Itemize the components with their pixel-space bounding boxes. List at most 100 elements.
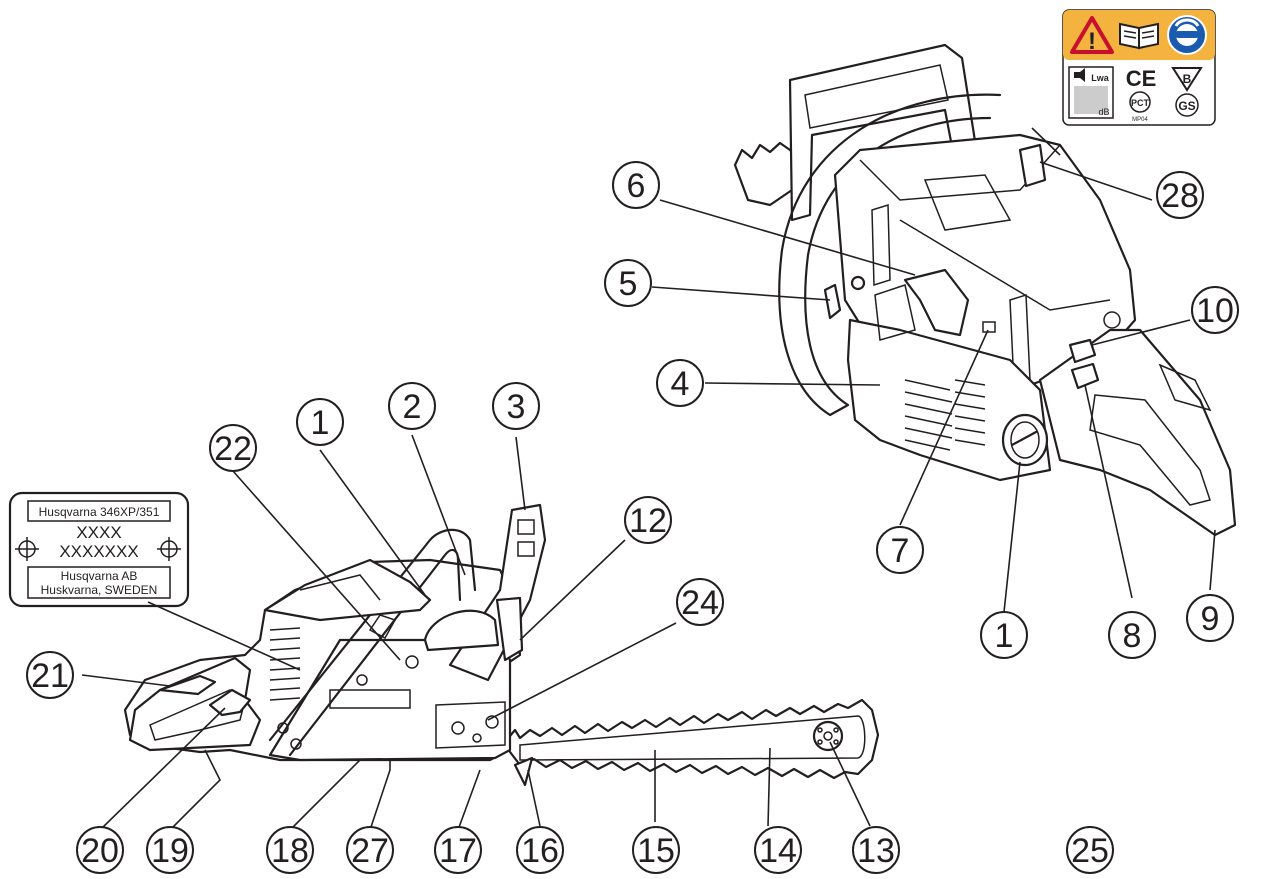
callout-circle [516,826,564,874]
callout-circle [624,496,672,544]
ce-mark: CE [1126,66,1157,91]
callout-16: 16 [516,826,564,874]
svg-text:!: ! [1088,28,1096,55]
callout-label: 18 [271,832,309,870]
manual-book-icon [1119,22,1159,50]
callout-label: 8 [1123,617,1142,655]
callout-circle [1108,611,1156,659]
callout-27: 27 [346,826,394,874]
callout-label: 10 [1196,292,1234,330]
callout-circle [612,161,660,209]
protective-gear-icon [1167,15,1207,55]
pct-mark-icon: PCT MP04 [1129,91,1151,123]
callout-25: 25 [1066,826,1114,874]
symbol-decal: ! Lwa dB CE B PCT MP04 [1062,9,1216,126]
callout-label: 9 [1201,600,1220,638]
callout-19: 19 [146,826,194,874]
callout-17: 17 [434,826,482,874]
callout-label: 14 [759,832,797,870]
callout-circle [632,826,680,874]
callout-1: 1 [296,398,344,446]
callout-20: 20 [76,826,124,874]
callout-label: 28 [1161,177,1199,215]
callout-label: 2 [403,388,422,426]
callout-3: 3 [492,382,540,430]
callout-circle [492,382,540,430]
callout-circle [209,424,257,472]
pct-mark: PCT [1131,98,1150,108]
callout-label: 27 [351,832,389,870]
callout-label: 3 [507,388,526,426]
callout-circle [1191,286,1239,334]
callout-13: 13 [852,826,900,874]
crosshair-icon [157,537,181,561]
callout-circle [1186,594,1234,642]
db-label: dB [1098,107,1109,117]
callout-label: 25 [1071,832,1109,870]
callout-label: 7 [891,532,910,570]
leader-lines [81,127,1216,831]
callout-label: 1 [311,404,330,442]
callout-label: 20 [81,832,119,870]
callout-label: 13 [857,832,895,870]
callout-circle [76,826,124,874]
rating-plate-line2: XXXXXXX [59,542,138,561]
callout-8: 8 [1108,611,1156,659]
callout-10: 10 [1191,286,1239,334]
chainsaw-right-view [733,43,1237,537]
callout-label: 21 [31,657,69,695]
warning-triangle-icon: ! [1070,16,1114,55]
callout-label: 6 [627,167,646,205]
callout-circle [434,826,482,874]
callout-15: 15 [632,826,680,874]
pct-code: MP04 [1132,117,1148,123]
callout-circle [676,578,724,626]
callout-label: 22 [214,430,252,468]
callout-12: 12 [624,496,672,544]
rating-plate-line1: XXXX [76,523,121,542]
callout-9: 9 [1186,594,1234,642]
callout-circle [604,259,652,307]
callout-circle [1156,171,1204,219]
rating-plate-model: Husqvarna 346XP/351 [39,505,160,519]
callout-circle [26,651,74,699]
rating-plate-address: Huskvarna, SWEDEN [41,583,158,597]
callout-2: 2 [388,382,436,430]
callout-label: 16 [521,832,559,870]
callout-circle [852,826,900,874]
callout-label: 5 [619,265,638,303]
callout-22: 22 [209,424,257,472]
callout-4: 4 [656,359,704,407]
callout-24: 24 [676,578,724,626]
callout-21: 21 [26,651,74,699]
callout-28: 28 [1156,171,1204,219]
b-mark-icon: B [1171,67,1203,92]
callout-label: 4 [671,365,690,403]
callout-circle [266,826,314,874]
rating-plate-maker: Husqvarna AB [61,569,138,583]
callout-circle [876,526,924,574]
gost-mark: GS [1178,99,1195,113]
callout-5: 5 [604,259,652,307]
callout-label: 12 [629,502,667,540]
callout-6: 6 [612,161,660,209]
callout-label: 24 [681,584,719,622]
callout-label: 1 [995,617,1014,655]
callout-circle [146,826,194,874]
noise-level-icon: Lwa dB [1068,66,1114,119]
gost-mark-icon: GS [1175,93,1199,117]
callout-circle [1066,826,1114,874]
callout-14: 14 [754,826,802,874]
callout-circle [296,398,344,446]
callout-circle [346,826,394,874]
callout-18: 18 [266,826,314,874]
callout-circle [754,826,802,874]
callout-label: 19 [151,832,189,870]
chainsaw-left-view [123,503,880,787]
callout-circle [980,611,1028,659]
callout-label: 17 [439,832,477,870]
callout-label: 15 [637,832,675,870]
